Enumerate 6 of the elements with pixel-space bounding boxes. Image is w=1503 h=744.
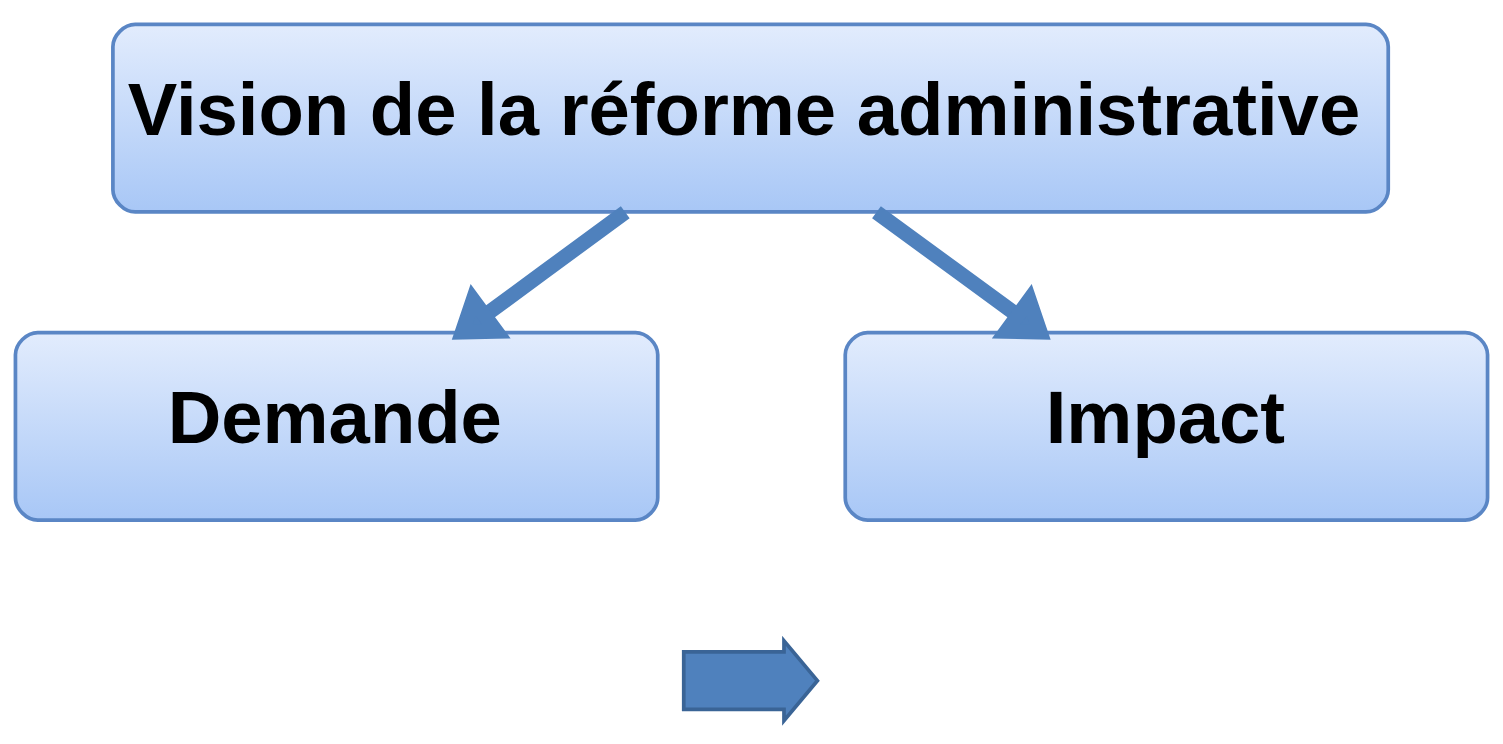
node-arrow (681, 635, 820, 726)
arrow (872, 205, 1051, 340)
node-box: Impact (843, 330, 1490, 522)
arrow (451, 205, 630, 340)
node-box: Demande (13, 330, 660, 522)
node-box: Vision de la réforme administrative (111, 22, 1391, 214)
